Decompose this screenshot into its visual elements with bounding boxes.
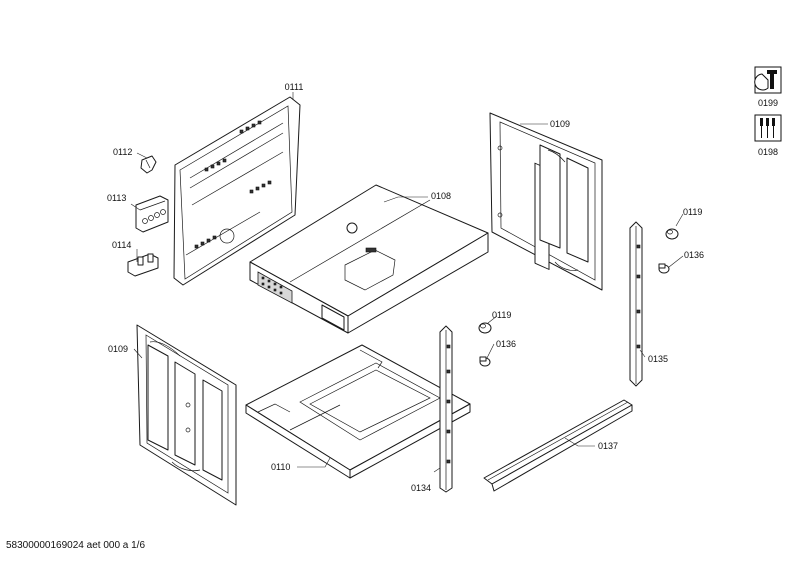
callout-0109-top: 0109	[550, 119, 570, 129]
callout-0109-left: 0109	[108, 344, 128, 354]
part-0110-bottom-tray[interactable]	[245, 344, 471, 479]
callout-0134: 0134	[411, 483, 431, 493]
part-0136-bushing-right[interactable]	[658, 263, 670, 274]
part-0108-top-cover[interactable]	[249, 184, 489, 334]
part-0109-side-panel-right[interactable]	[489, 112, 603, 291]
callout-0119-right: 0119	[683, 207, 702, 217]
callout-0114: 0114	[112, 240, 131, 250]
callout-0113: 0113	[107, 193, 126, 203]
callout-0111: 0111	[285, 82, 304, 92]
part-0109-side-panel-left[interactable]	[136, 324, 237, 506]
part-0134-side-rail[interactable]	[439, 325, 453, 493]
part-0111-back-panel[interactable]	[173, 96, 301, 286]
leader-lines	[130, 92, 684, 473]
callout-0110: 0110	[271, 462, 290, 472]
callout-0136-right: 0136	[684, 250, 704, 260]
part-0119-knob-mid[interactable]	[478, 322, 492, 334]
callout-0135: 0135	[648, 354, 668, 364]
callout-0119-mid: 0119	[492, 310, 511, 320]
part-0119-knob-right[interactable]	[665, 228, 679, 240]
callout-0108: 0108	[431, 191, 451, 201]
part-0114-bracket[interactable]	[127, 253, 159, 277]
part-0137-front-rail[interactable]	[483, 399, 633, 492]
part-0112-clip[interactable]	[140, 155, 157, 174]
callout-0198: 0198	[758, 147, 778, 157]
wrench-gear-icon	[754, 66, 782, 94]
callout-0112: 0112	[113, 147, 132, 157]
callout-0199: 0199	[758, 98, 778, 108]
document-footer-code: 58300000169024 aet 000 a 1/6	[6, 540, 146, 551]
screwdriver-set-icon	[754, 114, 782, 142]
callout-0136-mid: 0136	[496, 339, 516, 349]
part-0113-terminal-block[interactable]	[135, 195, 169, 233]
part-0135-side-rail[interactable]	[629, 221, 643, 387]
callout-0137: 0137	[598, 441, 618, 451]
part-0136-bushing-mid[interactable]	[479, 356, 491, 367]
